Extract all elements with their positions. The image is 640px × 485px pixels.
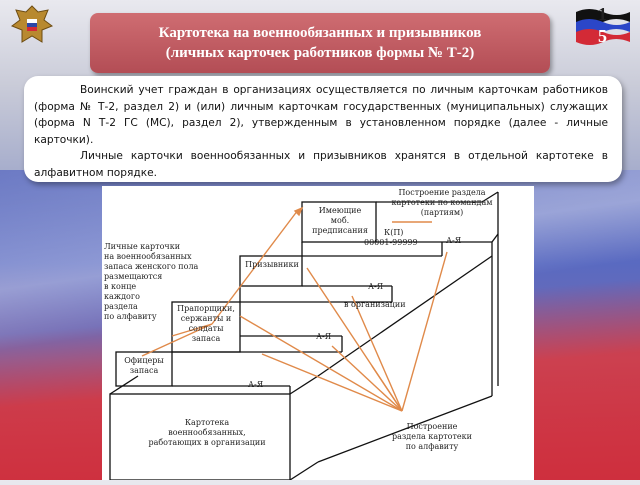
range-label-ensigns: А-Я — [316, 332, 332, 341]
women-cards-label: Личные карточки на военнообязанных запас… — [104, 242, 199, 321]
ensigns-label: Прапорщики, сержанты и солдаты запаса — [177, 304, 235, 343]
step-ensigns — [171, 301, 241, 353]
range-label-mob: А-Я — [446, 236, 462, 245]
arrow-women-to-officers — [141, 323, 213, 357]
step-conscripts — [239, 255, 303, 287]
build-alpha-label: Построение раздела картотеки по алфавиту — [392, 422, 472, 451]
conscripts-label: Призывники — [245, 260, 299, 269]
page-number-bottom: 5 — [598, 26, 607, 46]
mob-label: Имеющие моб. предписания — [312, 206, 368, 235]
step-officers — [115, 351, 173, 387]
arrow-alpha-to-row3 — [351, 295, 403, 412]
arrow-alpha-to-row1 — [371, 365, 403, 412]
range-label-officers: А-Я — [248, 380, 264, 389]
coat-of-arms-icon — [10, 5, 54, 43]
paragraph-2: Личные карточки военнообязанных и призыв… — [34, 150, 608, 179]
in-organization-label: в организации — [344, 300, 406, 309]
step-mob — [301, 201, 377, 243]
bottom-box-label: Картотека военнообязанных, работающих в … — [148, 418, 266, 447]
arrow-alpha-to-ensigns — [239, 315, 403, 412]
paragraph-1: Воинский учет граждан в организациях осу… — [34, 84, 608, 146]
flag-icon — [576, 9, 630, 45]
card-file-diagram: Картотека военнообязанных, работающих в … — [102, 186, 534, 481]
arrow-women-to-mob — [211, 209, 299, 325]
diagram-drawing — [109, 191, 499, 481]
page-number-top: 1 — [598, 4, 607, 24]
page-title: Картотека на военнообязанных и призывник… — [90, 13, 550, 73]
description-box: Воинский учет граждан в организациях осу… — [24, 76, 622, 182]
build-commands-label: Построение раздела картотеки по командам… — [391, 188, 493, 217]
arrow-head-1 — [293, 206, 304, 217]
officers-label: Офицеры запаса — [124, 356, 164, 375]
range-label-numbers: 00001-99999 — [364, 238, 418, 247]
arrow-alpha-to-mob-ya — [401, 251, 448, 412]
title-line-1: Картотека на военнообязанных и призывник… — [158, 25, 482, 41]
range-label-conscripts: А-Я — [368, 282, 384, 291]
title-line-2: (личных карточек работников формы № Т-2) — [165, 45, 475, 61]
range-label-k-p: К(П) — [384, 228, 404, 237]
arrow-alpha-to-row2 — [331, 345, 403, 412]
